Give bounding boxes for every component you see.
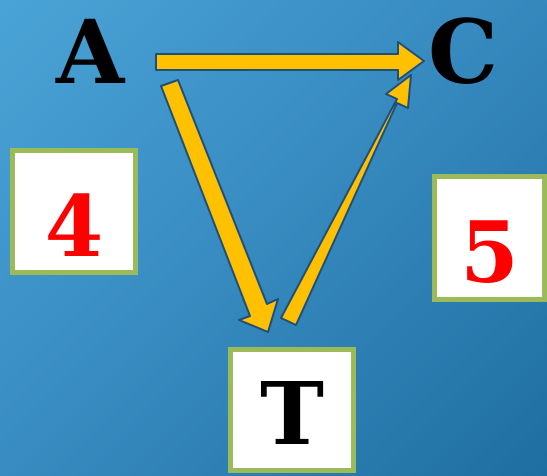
arrow-a-to-t xyxy=(160,79,279,333)
node-a-label: A xyxy=(56,0,125,104)
edge-weight-c-t: 5 xyxy=(460,203,519,302)
node-c-label: C xyxy=(428,0,499,104)
arrow-t-to-c xyxy=(280,74,412,326)
arrow-a-to-c xyxy=(155,41,425,81)
node-t-box: T xyxy=(228,347,356,473)
edge-weight-a-t-box: 4 xyxy=(10,148,138,275)
edge-weight-a-t: 4 xyxy=(44,176,104,276)
node-t-label: T xyxy=(260,364,324,465)
edge-weight-c-t-box: 5 xyxy=(432,174,547,302)
